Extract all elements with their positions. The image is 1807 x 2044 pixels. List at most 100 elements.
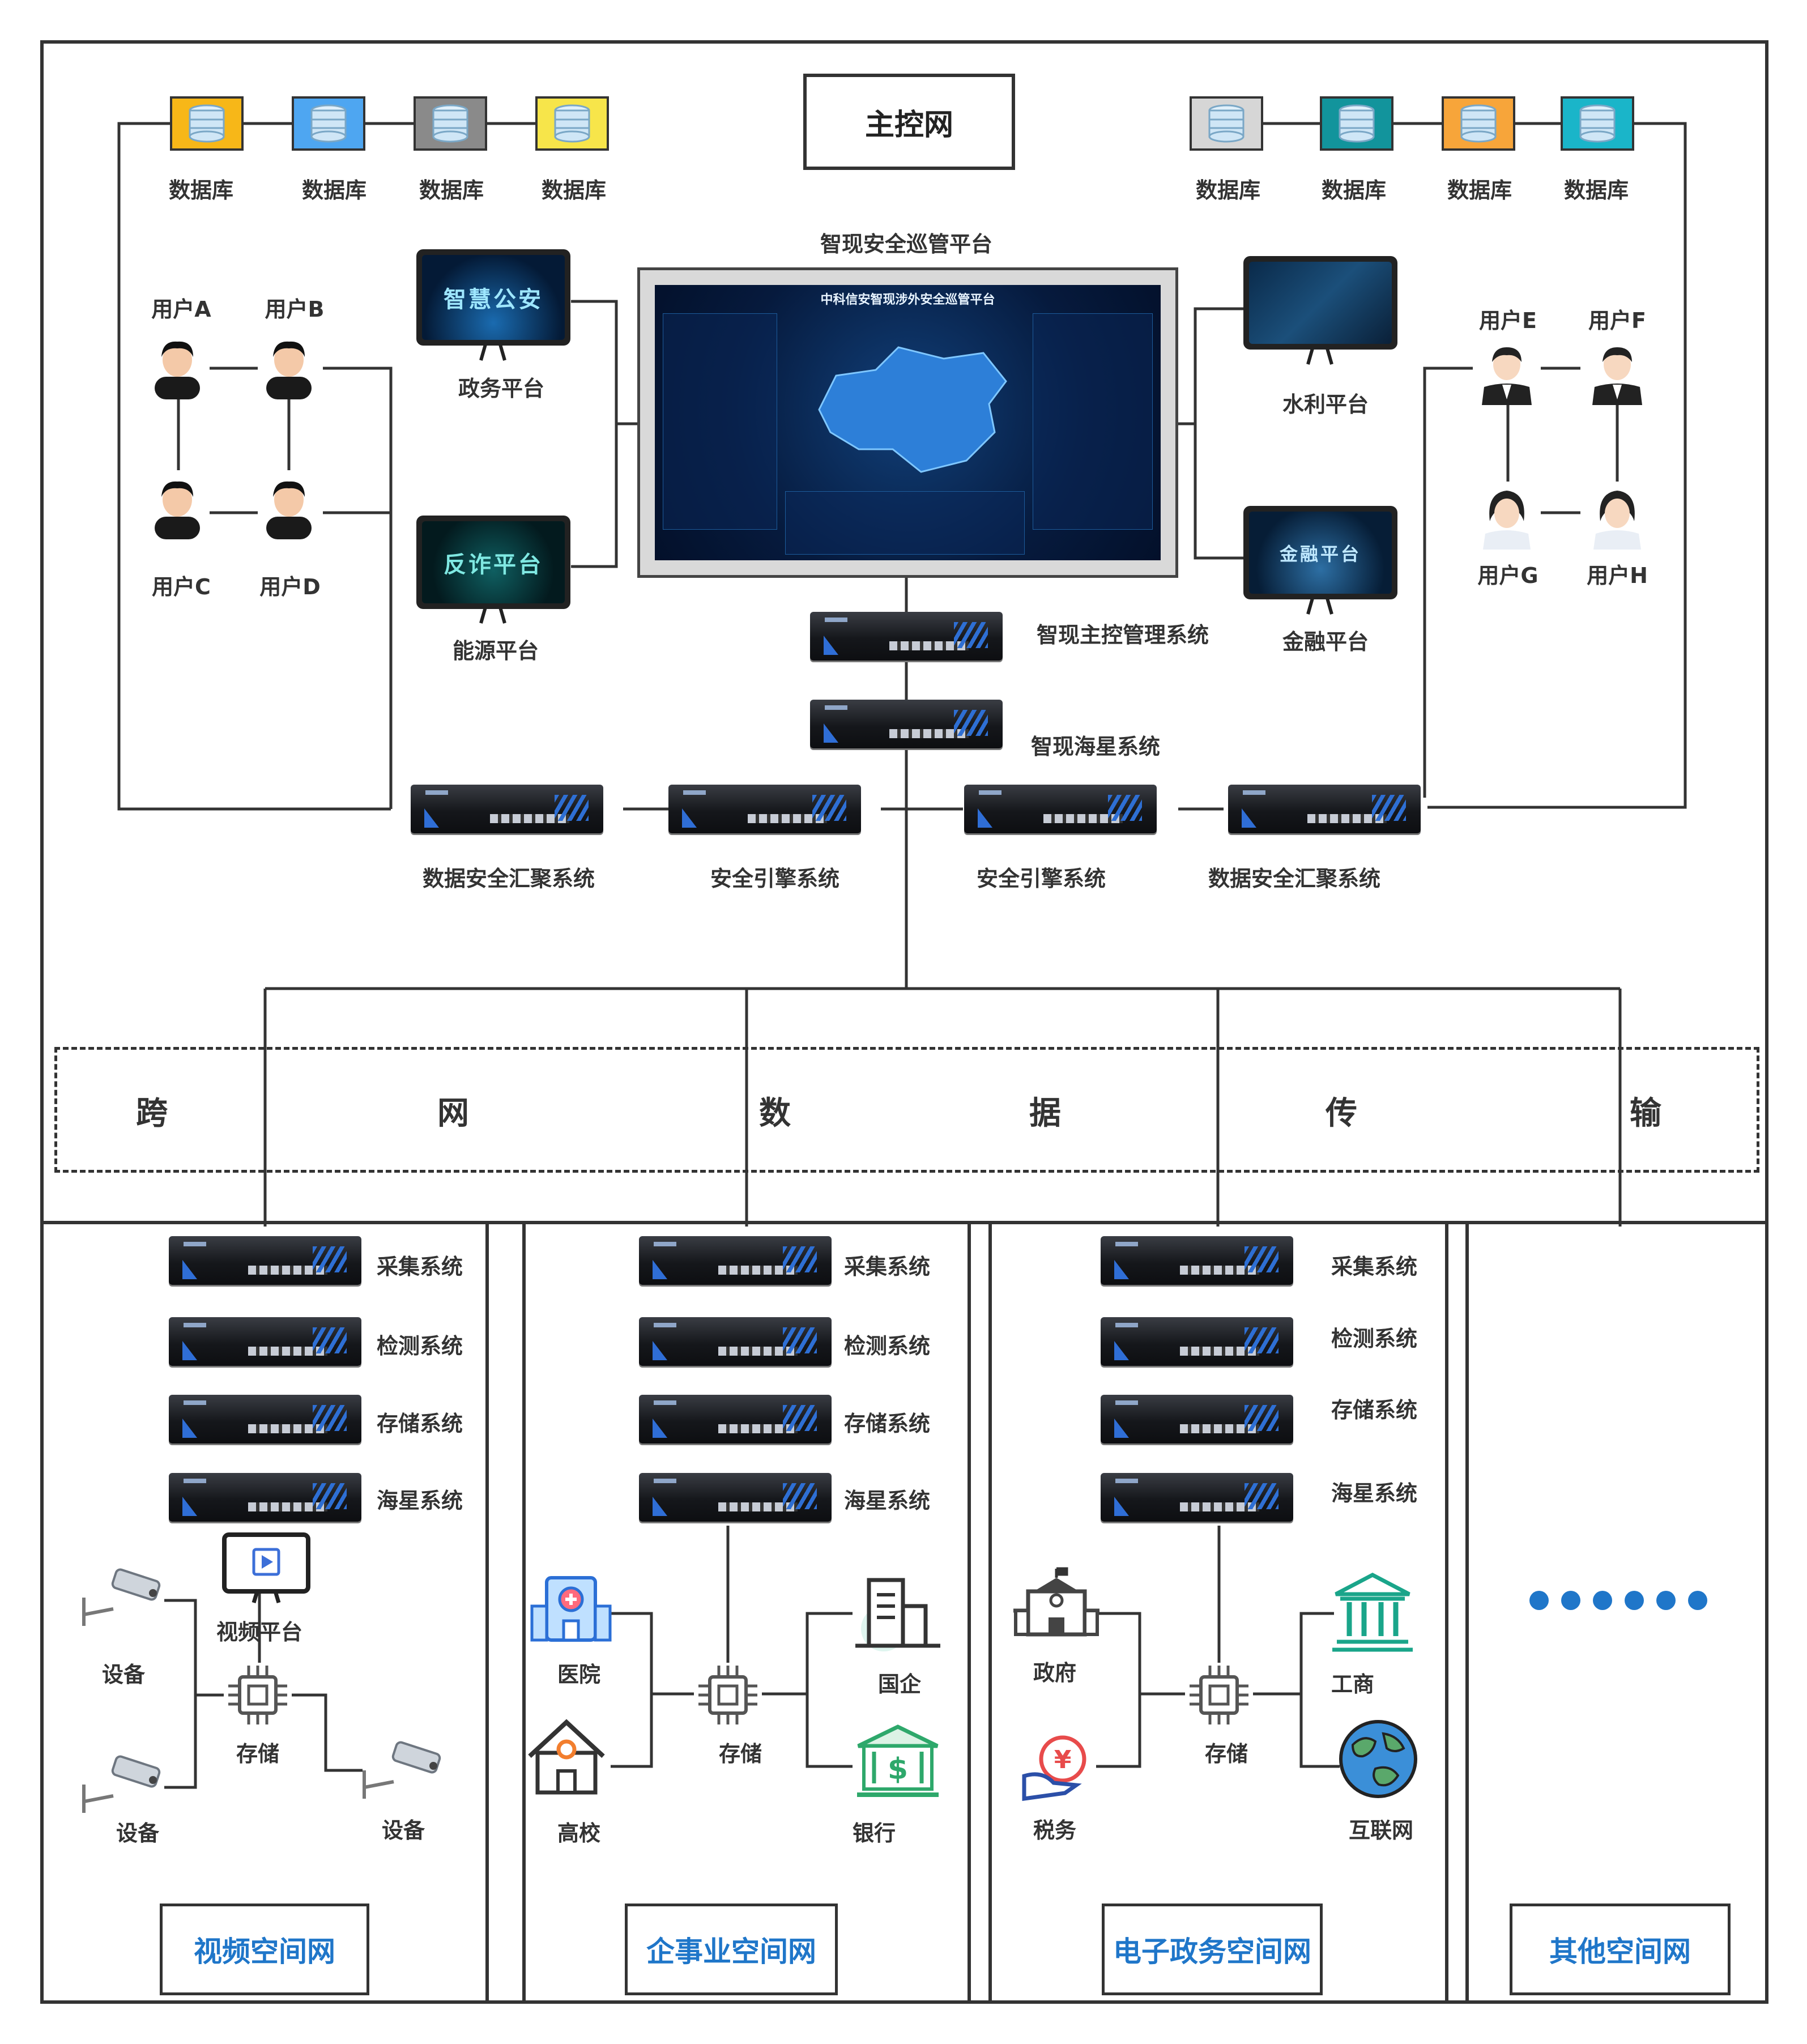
user-a-avatar [155, 341, 200, 399]
haixing-device [810, 700, 1003, 748]
monitor-stand-icon [1306, 598, 1333, 615]
engine-left-label: 安全引擎系统 [710, 866, 840, 891]
video-platform-label: 视频平台 [216, 1620, 303, 1645]
ent-storage-device [639, 1395, 832, 1443]
egov-zone-title: 电子政务空间网 [1102, 1904, 1323, 1995]
egov-haixing-label: 海星系统 [1331, 1481, 1418, 1506]
agg-right-label: 数据安全汇聚系统 [1208, 866, 1381, 891]
bank-label: 银行 [852, 1821, 896, 1846]
user-a-label: 用户A [151, 297, 211, 322]
chip-storage-icon [1190, 1666, 1248, 1724]
camera-icon [363, 1741, 441, 1799]
video-haixing-device [169, 1473, 361, 1522]
svg-text:¥: ¥ [1054, 1745, 1072, 1774]
tax-icon: ¥ [1022, 1735, 1086, 1802]
device-3-label: 设备 [381, 1818, 425, 1843]
video-collect-device [169, 1236, 361, 1285]
video-storage-label: 存储系统 [377, 1411, 463, 1436]
government-label: 政府 [1033, 1660, 1077, 1685]
dot-1 [1529, 1591, 1549, 1610]
database-icon [1190, 96, 1263, 151]
svg-text:$: $ [888, 1752, 908, 1786]
egov-collect-label: 采集系统 [1331, 1254, 1418, 1279]
database-label: 数据库 [1447, 178, 1512, 203]
ent-haixing-device [639, 1473, 832, 1522]
band-char-3: 数 [759, 1095, 791, 1132]
camera-icon [82, 1568, 161, 1626]
haixing-label: 智现海星系统 [1031, 734, 1161, 759]
monitor-stand-icon [1306, 348, 1333, 365]
china-map-graphic [818, 346, 1007, 473]
energy-platform-label: 能源平台 [452, 638, 539, 663]
water-platform-monitor [1243, 256, 1397, 350]
band-char-1: 跨 [136, 1095, 168, 1132]
more-dots [1529, 1591, 1707, 1610]
soe-building-icon [855, 1578, 940, 1651]
agg-left-device [411, 785, 603, 833]
database-icon [170, 96, 244, 151]
camera-icon [82, 1755, 161, 1813]
hospital-icon [530, 1576, 612, 1642]
database-icon [414, 96, 487, 151]
video-platform-icon [222, 1532, 310, 1604]
gov-platform-monitor: 智慧公安 [416, 249, 570, 346]
video-storage-device [169, 1395, 361, 1443]
chip-storage-icon [698, 1666, 757, 1724]
ent-collect-label: 采集系统 [844, 1254, 931, 1279]
dot-4 [1625, 1591, 1644, 1610]
ent-collect-device [639, 1236, 832, 1285]
finance-platform-monitor: 金融平台 [1243, 506, 1397, 599]
video-storage-node-label: 存储 [236, 1741, 280, 1766]
database-label: 数据库 [1563, 178, 1629, 203]
monitor-stand-icon [479, 607, 506, 624]
band-char-4: 据 [1029, 1095, 1061, 1132]
dot-2 [1561, 1591, 1580, 1610]
egov-haixing-device [1101, 1473, 1293, 1522]
agg-left-label: 数据安全汇聚系统 [422, 866, 595, 891]
ent-detect-device [639, 1317, 832, 1366]
user-b-avatar [266, 341, 312, 399]
dashboard-right-panel [1033, 313, 1153, 530]
user-d-avatar [266, 481, 312, 539]
tax-label: 税务 [1033, 1818, 1077, 1843]
band-char-2: 网 [437, 1095, 469, 1132]
egov-storage-label: 存储系统 [1331, 1398, 1418, 1423]
egov-detect-device [1101, 1317, 1293, 1366]
user-e-avatar [1482, 347, 1532, 405]
gov-platform-label: 政务平台 [458, 376, 545, 401]
commerce-label: 工商 [1331, 1672, 1375, 1697]
database-icon [1442, 96, 1515, 151]
master-control-device [810, 612, 1003, 661]
bank-icon: $ [857, 1724, 939, 1797]
user-g-label: 用户G [1477, 563, 1538, 588]
enterprise-zone-title: 企事业空间网 [625, 1904, 838, 1995]
ent-storage-node-label: 存储 [718, 1741, 762, 1766]
water-platform-screen [1249, 262, 1392, 344]
finance-platform-label: 金融平台 [1282, 629, 1369, 654]
school-label: 高校 [557, 1821, 601, 1846]
egov-detect-label: 检测系统 [1331, 1326, 1418, 1351]
video-zone-title: 视频空间网 [160, 1904, 369, 1995]
monitor-stand-icon [479, 344, 506, 361]
video-collect-label: 采集系统 [377, 1254, 463, 1279]
egov-storage-node-label: 存储 [1204, 1741, 1248, 1766]
dashboard-left-panel [663, 313, 777, 530]
database-label: 数据库 [1195, 178, 1261, 203]
gov-platform-screen: 智慧公安 [422, 255, 565, 340]
database-icon [535, 96, 609, 151]
commerce-building-icon [1332, 1573, 1413, 1652]
energy-platform-screen: 反诈平台 [422, 521, 565, 603]
database-icon [292, 96, 365, 151]
video-detect-device [169, 1317, 361, 1366]
band-char-5: 传 [1326, 1095, 1357, 1132]
water-platform-label: 水利平台 [1282, 392, 1369, 417]
database-icon [1320, 96, 1393, 151]
internet-label: 互联网 [1348, 1818, 1414, 1843]
user-b-label: 用户B [265, 297, 325, 322]
egov-collect-device [1101, 1236, 1293, 1285]
dot-3 [1593, 1591, 1612, 1610]
database-label: 数据库 [301, 178, 367, 203]
ent-detect-label: 检测系统 [844, 1334, 931, 1359]
user-f-label: 用户F [1588, 308, 1646, 333]
